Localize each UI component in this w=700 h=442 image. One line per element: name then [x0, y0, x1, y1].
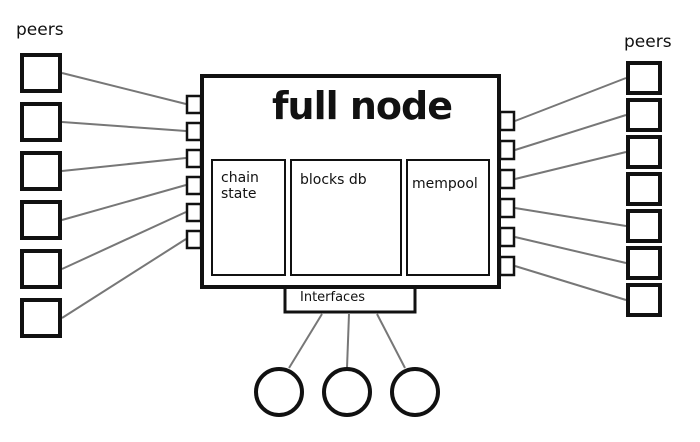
interface-clients	[254, 367, 440, 417]
peer-box-right	[626, 98, 662, 132]
interfaces-box	[283, 285, 417, 314]
mempool-box	[406, 159, 490, 276]
right-ports	[498, 110, 516, 277]
peer-box-left	[20, 53, 62, 93]
port-left	[185, 229, 203, 250]
peer-connector	[514, 151, 627, 180]
peer-box-right	[626, 61, 662, 95]
port-right	[498, 139, 516, 161]
port-left	[185, 121, 203, 142]
peer-connector	[61, 184, 187, 221]
connectors	[61, 72, 627, 369]
left-ports	[185, 94, 203, 250]
client-connector	[346, 313, 350, 369]
peer-box-left	[20, 102, 62, 142]
chain-state-label: chain state	[221, 170, 259, 202]
left-peers	[20, 53, 62, 338]
peer-connector	[514, 77, 627, 122]
mempool-label: mempool	[412, 176, 478, 192]
peer-box-right	[626, 135, 662, 169]
peer-box-right	[626, 209, 662, 243]
blocks-db-box	[290, 159, 402, 276]
port-right	[498, 255, 516, 277]
port-left	[185, 148, 203, 169]
peer-connector	[61, 72, 187, 105]
peer-box-left	[20, 200, 62, 240]
blocks-db-label: blocks db	[300, 172, 367, 188]
client-circle	[254, 367, 304, 417]
client-circle	[390, 367, 440, 417]
peers-right-label: peers	[624, 32, 672, 52]
right-peers	[626, 61, 662, 317]
port-right	[498, 197, 516, 219]
peer-box-right	[626, 283, 662, 317]
peers-left-label: peers	[16, 20, 64, 40]
peer-box-left	[20, 151, 62, 191]
port-right	[498, 168, 516, 190]
peer-box-left	[20, 249, 62, 289]
port-left	[185, 175, 203, 196]
port-left	[185, 202, 203, 223]
client-connector	[288, 313, 323, 369]
interfaces-label: Interfaces	[300, 290, 365, 305]
peer-connector	[61, 238, 187, 319]
peer-connector	[61, 157, 187, 172]
peer-connector	[514, 265, 627, 301]
peer-connector	[61, 211, 187, 270]
client-circle	[322, 367, 372, 417]
peer-box-right	[626, 172, 662, 206]
peer-connector	[514, 207, 627, 227]
port-left	[185, 94, 203, 115]
peer-box-left	[20, 298, 62, 338]
peer-connector	[61, 121, 187, 132]
port-right	[498, 226, 516, 248]
client-connector	[376, 313, 406, 369]
peer-box-right	[626, 246, 662, 280]
full-node-title: full node	[272, 84, 453, 128]
port-right	[498, 110, 516, 132]
chain-state-box	[211, 159, 286, 276]
peer-connector	[514, 114, 627, 151]
peer-connector	[514, 236, 627, 264]
